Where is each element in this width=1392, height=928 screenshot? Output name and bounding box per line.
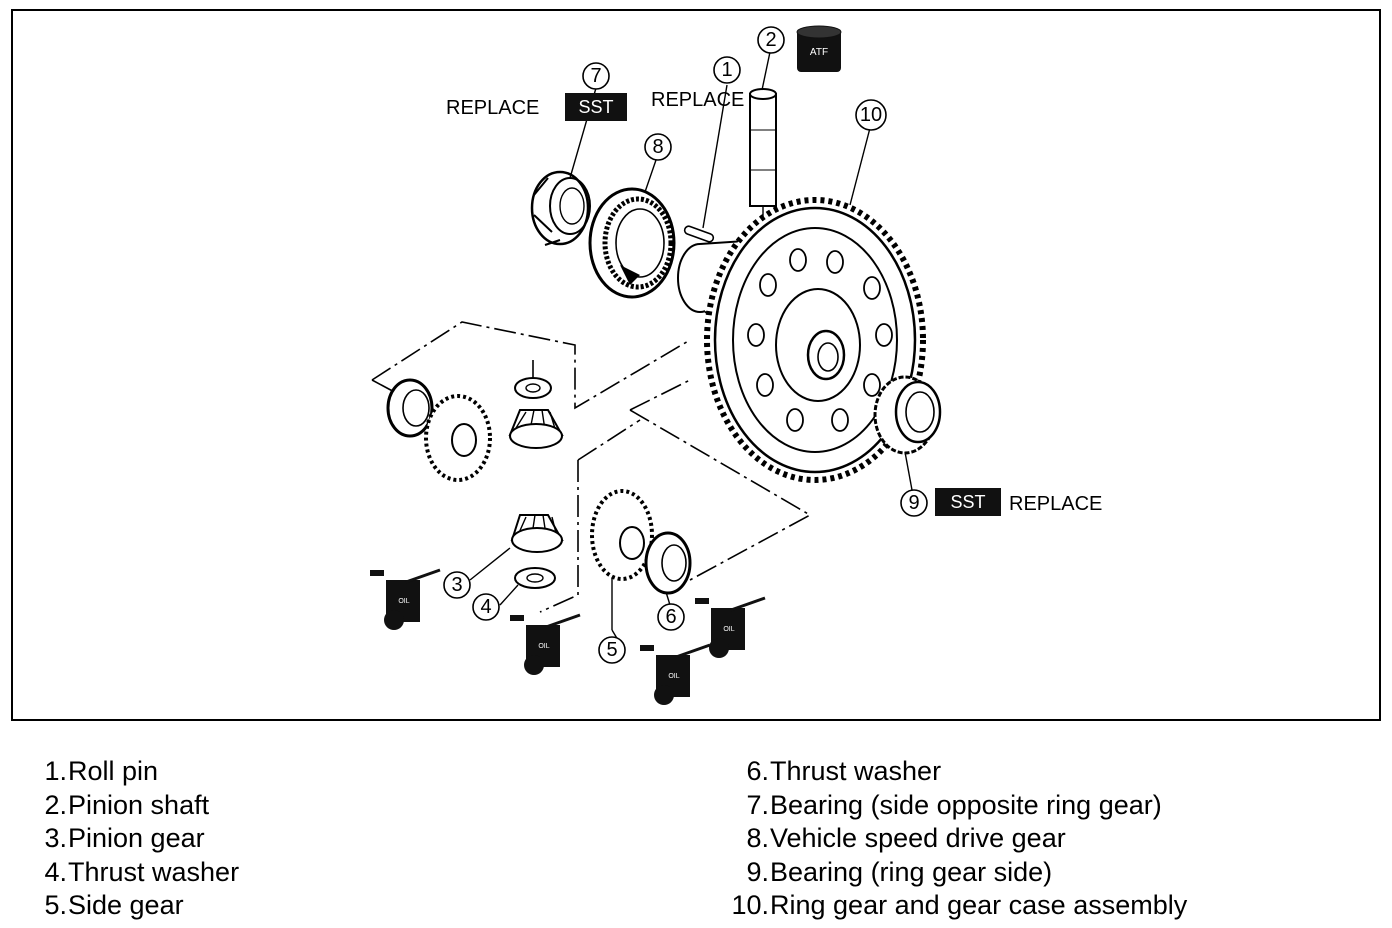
legend-left-column: 1.Roll pin 2.Pinion shaft 3.Pinion gear … [33,755,239,923]
oil-can-icon: OIL [640,643,711,705]
sst-badge-7: SST [565,93,627,121]
svg-text:8: 8 [652,136,663,158]
pinion-shaft [749,88,777,250]
svg-text:SST: SST [950,492,985,512]
legend-item: 3.Pinion gear [44,823,205,853]
callout-1: 1 [713,56,741,84]
callout-4: 4 [472,593,500,621]
svg-text:OIL: OIL [398,598,409,605]
oil-can-icon: OIL [695,596,766,658]
sst-badge-9: SST [935,488,1001,516]
svg-text:5: 5 [606,639,617,661]
vehicle-speed-drive-gear [588,187,676,299]
legend-item: 10.Ring gear and gear case assembly [731,890,1188,920]
legend-item: 2.Pinion shaft [44,789,210,820]
oil-can-icon: OIL [370,568,441,630]
legend-item: 7.Bearing (side opposite ring gear) [746,789,1162,820]
legend-item: 9.Bearing (ring gear side) [746,856,1053,887]
oil-can-icon: OIL [510,613,581,675]
legend-right-column: 6.Thrust washer 7.Bearing (side opposite… [712,755,1187,923]
thrust-washer [514,567,556,589]
bearing-ring-gear-side [873,375,942,455]
bearing-side-opposite-ring-gear [530,170,591,246]
diagram-frame [11,9,1381,721]
svg-text:2: 2 [765,29,776,51]
assembly-guide-lines [371,321,812,613]
atf-label: ATF [810,47,828,58]
svg-text:10: 10 [860,104,882,126]
legend-item: 8.Vehicle speed drive gear [746,823,1066,853]
left-side-gear [424,394,492,482]
replace-label-1: REPLACE [651,89,744,111]
callout-8: 8 [644,133,672,161]
svg-text:1: 1 [721,59,732,81]
pinion-gear [510,514,564,553]
side-gear [590,489,654,630]
svg-text:OIL: OIL [723,626,734,633]
callout-3: 3 [443,571,471,599]
svg-text:OIL: OIL [668,673,679,680]
svg-text:9: 9 [908,492,919,514]
callout-7: 7 [582,62,610,90]
roll-pin [683,225,715,243]
replace-label-9: REPLACE [1009,493,1102,515]
lower-thrust-washer [644,531,692,595]
svg-text:3: 3 [451,574,462,596]
callout-2: 2 [757,26,785,54]
svg-text:6: 6 [665,606,676,628]
legend-item: 6.Thrust washer [746,756,942,786]
legend-item: 1.Roll pin [44,756,159,786]
ring-gear-and-case [677,197,926,483]
upper-pinion-gear [508,409,564,449]
upper-thrust-washer [514,360,552,399]
callout-6: 6 [657,603,685,631]
svg-text:7: 7 [590,65,601,87]
replace-label-7: REPLACE [446,97,539,119]
legend-item: 5.Side gear [44,890,184,920]
left-thrust-washer [386,378,434,438]
svg-text:4: 4 [480,596,491,618]
callout-10: 10 [855,99,887,131]
atf-can-icon: ATF [796,25,842,72]
callout-9: 9 [900,489,928,517]
callout-5: 5 [598,636,626,664]
svg-text:OIL: OIL [538,643,549,650]
svg-text:SST: SST [578,97,613,117]
legend-item: 4.Thrust washer [44,856,240,887]
